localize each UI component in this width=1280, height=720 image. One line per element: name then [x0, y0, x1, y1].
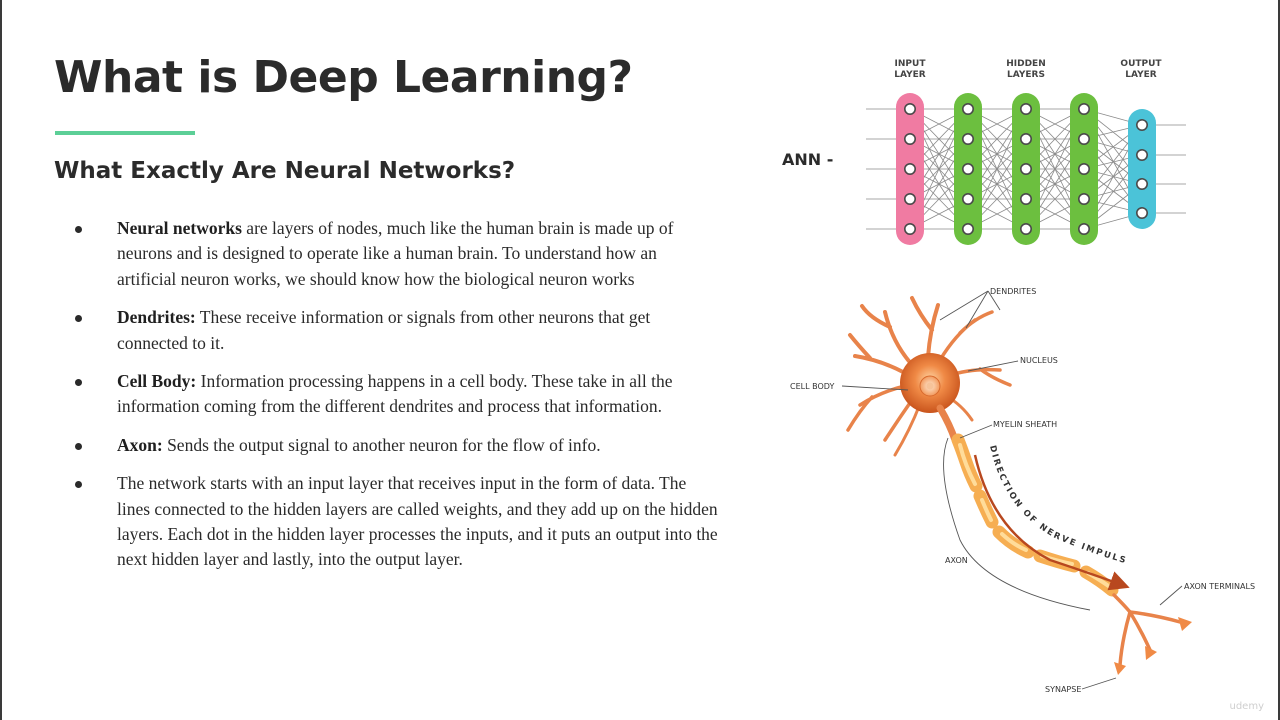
hidden-3-node — [1078, 103, 1091, 116]
myelin-sheath-label: MYELIN SHEATH — [993, 420, 1057, 429]
output-node — [1136, 149, 1149, 162]
hidden-1-node — [961, 163, 974, 176]
nucleolus — [926, 382, 934, 390]
hidden-2-node — [1019, 103, 1032, 116]
hidden-1-node — [961, 103, 974, 116]
bullet-term: Neural networks — [117, 218, 242, 238]
input-layer-label-line2: LAYER — [894, 70, 926, 80]
input-node — [903, 223, 916, 236]
synapse-bulbs — [1114, 617, 1192, 675]
hidden-2-node — [1019, 223, 1032, 236]
slide-edge-right — [1278, 0, 1280, 720]
bullet-network-flow: The network starts with an input layer t… — [70, 471, 720, 573]
slide-subtitle: What Exactly Are Neural Networks? — [54, 158, 516, 184]
bullet-dendrites: Dendrites: These receive information or … — [70, 305, 720, 356]
axon-label: AXON — [945, 556, 968, 565]
nucleus-label: NUCLEUS — [1020, 356, 1058, 365]
nerve-impulse-arrow — [973, 454, 1130, 591]
hidden-3-node — [1078, 223, 1091, 236]
input-layer-label: INPUT LAYER — [880, 59, 940, 81]
ann-label: ANN - — [782, 150, 834, 169]
bullet-axon: Axon: Sends the output signal to another… — [70, 433, 720, 458]
hidden-1-node — [961, 223, 974, 236]
bullet-neural-networks: Neural networks are layers of nodes, muc… — [70, 216, 720, 292]
output-node — [1136, 207, 1149, 220]
output-layer-label-line2: LAYER — [1125, 70, 1157, 80]
input-node — [903, 193, 916, 206]
cell-body-label: CELL BODY — [790, 382, 834, 391]
output-node — [1136, 178, 1149, 191]
output-node — [1136, 119, 1149, 132]
bullet-dot — [75, 379, 82, 387]
bullet-term: Cell Body: — [117, 371, 197, 392]
bullet-text: Sends the output signal to another neuro… — [162, 434, 601, 455]
slide-title: What is Deep Learning? — [54, 52, 633, 103]
bullet-term: Dendrites: — [117, 307, 196, 328]
hidden-2-node — [1019, 163, 1032, 176]
axon-hillock — [936, 404, 959, 444]
output-layer-label: OUTPUT LAYER — [1111, 59, 1171, 81]
hidden-3-node — [1078, 133, 1091, 146]
bullet-term: Axon: — [117, 434, 163, 455]
bullet-list: Neural networks are layers of nodes, muc… — [70, 216, 720, 586]
ann-nodes — [903, 103, 1149, 236]
bullet-dot — [75, 226, 82, 233]
output-layer-label-line1: OUTPUT — [1120, 59, 1162, 69]
hidden-2-node — [1019, 133, 1032, 146]
axon-terminals-label: AXON TERMINALS — [1184, 582, 1255, 591]
hidden-2-node — [1019, 193, 1032, 206]
hidden-3-node — [1078, 163, 1091, 176]
bullet-dot — [75, 481, 82, 489]
input-node — [903, 163, 916, 176]
bullet-text: These receive information or signals fro… — [117, 307, 651, 353]
slide-edge-left — [0, 0, 2, 720]
input-layer-label-line1: INPUT — [894, 59, 926, 69]
hidden-1-node — [961, 133, 974, 146]
bullet-cell-body: Cell Body: Information processing happen… — [70, 369, 720, 420]
input-node — [903, 133, 916, 146]
direction-label: DIRECTION OF NERVE IMPULSE — [0, 0, 1127, 566]
bullet-dot — [75, 442, 82, 450]
udemy-watermark: udemy — [1229, 701, 1265, 712]
synapse-label: SYNAPSE — [1045, 685, 1081, 694]
bullet-dot — [75, 315, 82, 323]
hidden-layers-label-line2: LAYERS — [1007, 70, 1045, 80]
input-node — [903, 103, 916, 116]
myelin-sheath-segments — [951, 433, 1119, 597]
bullet-text: are layers of nodes, much like the human… — [117, 218, 674, 289]
axon-terminals — [1112, 593, 1182, 667]
bullet-text: The network starts with an input layer t… — [117, 473, 718, 570]
direction-label-path: DIRECTION OF NERVE IMPULSE — [0, 0, 1127, 566]
output-layer-pill — [1128, 109, 1156, 229]
hidden-layers-label: HIDDEN LAYERS — [996, 59, 1056, 81]
hidden-layers-label-line1: HIDDEN — [1006, 59, 1046, 69]
bullet-text: Information processing happens in a cell… — [117, 371, 673, 417]
hidden-3-node — [1078, 193, 1091, 206]
dendrites-label: DENDRITES — [990, 287, 1036, 296]
title-accent-line — [55, 131, 195, 135]
callout-lines — [841, 290, 1183, 690]
hidden-1-node — [961, 193, 974, 206]
